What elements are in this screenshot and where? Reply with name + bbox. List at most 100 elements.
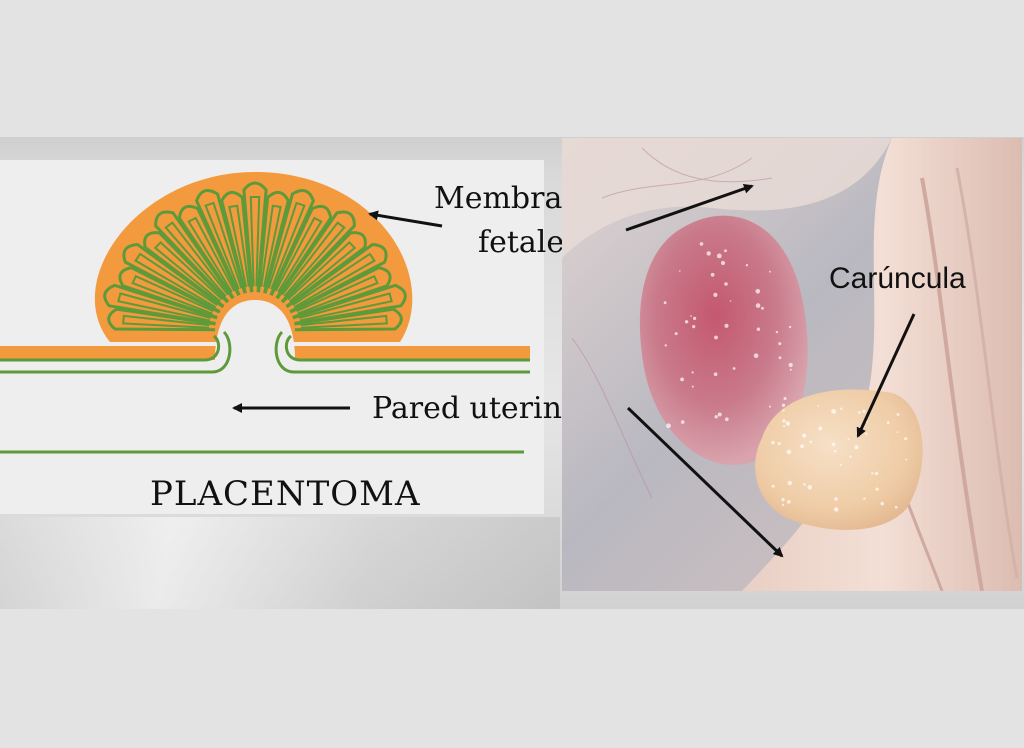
villus-loop bbox=[275, 210, 356, 303]
photo-highlight-dot bbox=[865, 432, 868, 435]
photo-highlight-dot bbox=[788, 325, 792, 329]
villus-inner-loop bbox=[267, 201, 306, 290]
photo-highlight-dot bbox=[745, 264, 749, 267]
villus-loop bbox=[285, 242, 388, 313]
photo-highlight-dot bbox=[880, 501, 884, 506]
photo-fold-line-1 bbox=[920, 177, 984, 591]
photo-highlight-dot bbox=[786, 500, 791, 504]
villus-loop bbox=[143, 231, 229, 308]
photo-highlight-dot bbox=[839, 463, 842, 466]
photo-highlight-dot bbox=[714, 415, 718, 419]
photo-highlight-dot bbox=[778, 342, 782, 346]
photo-highlight-dot bbox=[782, 409, 785, 412]
villus-loop bbox=[122, 242, 225, 313]
photo-highlight-dot bbox=[849, 455, 852, 458]
villus-inner-loop bbox=[249, 196, 261, 287]
photo-highlight-dot bbox=[858, 411, 861, 414]
villus-loop bbox=[194, 188, 247, 296]
photo-highlight-dot bbox=[896, 413, 900, 416]
photo-highlight-dot bbox=[833, 450, 837, 453]
photo-highlight-dot bbox=[802, 433, 807, 438]
photo-highlight-dot bbox=[753, 353, 759, 358]
photo-highlight-dot bbox=[831, 408, 836, 414]
photo-highlight-dot bbox=[666, 423, 671, 429]
villus-loop bbox=[220, 190, 253, 294]
photo-highlight-dot bbox=[664, 344, 667, 347]
villus-inner-loop bbox=[298, 292, 393, 322]
tissue-photo-illustration bbox=[562, 138, 1022, 591]
photo-highlight-dot bbox=[854, 445, 859, 450]
photo-highlight-dot bbox=[787, 480, 792, 486]
photo-highlight-dot bbox=[706, 251, 711, 256]
villus-loop bbox=[118, 266, 221, 319]
photo-highlight-dot bbox=[713, 292, 718, 297]
photo-highlight-dot bbox=[863, 497, 866, 500]
photo-highlight-dot bbox=[896, 431, 899, 433]
villus-inner-loop bbox=[117, 292, 212, 322]
photo-cotyledon bbox=[639, 215, 808, 465]
photo-highlight-dot bbox=[724, 249, 727, 253]
photo-highlight-dot bbox=[717, 412, 722, 417]
photo-highlight-dot bbox=[724, 323, 729, 328]
label-caruncula: Carúncula bbox=[829, 262, 966, 295]
photo-highlight-dot bbox=[755, 289, 761, 294]
villus-inner-loop bbox=[204, 201, 243, 290]
villus-inner-loop bbox=[122, 314, 210, 329]
photo-highlight-dot bbox=[786, 449, 792, 455]
photo-highlight-dot bbox=[724, 282, 728, 286]
label-placentoma: PLACENTOMA bbox=[150, 474, 421, 514]
photo-highlight-dot bbox=[886, 421, 890, 424]
villus-loop bbox=[107, 307, 216, 332]
placentome-diagram bbox=[0, 160, 544, 514]
photo-highlight-dot bbox=[714, 335, 718, 340]
photo-highlight-dot bbox=[680, 377, 684, 382]
photo-highlight-dot bbox=[663, 301, 667, 305]
photo-highlight-dot bbox=[783, 425, 786, 428]
photo-highlight-dot bbox=[720, 260, 726, 266]
villus-inner-loop bbox=[164, 221, 229, 297]
photo-highlight-dot bbox=[862, 409, 866, 413]
banner-sheen bbox=[0, 517, 560, 609]
photo-highlight-dot bbox=[756, 327, 761, 331]
photo-highlight-dot bbox=[818, 426, 823, 431]
photo-highlight-dot bbox=[691, 371, 694, 374]
photo-highlight-dot bbox=[755, 303, 761, 308]
villous-folds bbox=[103, 181, 407, 332]
tissue-photograph bbox=[562, 138, 1022, 591]
photo-highlight-dot bbox=[847, 438, 850, 441]
photo-highlight-dot bbox=[783, 397, 787, 400]
villus-loop bbox=[269, 204, 333, 299]
villus-inner-loop bbox=[296, 274, 379, 315]
photo-highlight-dot bbox=[781, 503, 785, 507]
label-pared-uterina: Pared uterina bbox=[372, 391, 580, 426]
photo-highlight-dot bbox=[710, 272, 715, 277]
photo-highlight-dot bbox=[807, 485, 812, 490]
photo-highlight-dot bbox=[761, 306, 764, 310]
photo-highlight-dot bbox=[771, 484, 775, 488]
villus-loop bbox=[281, 231, 367, 308]
photo-fold-line-2 bbox=[955, 167, 1019, 579]
villus-inner-loop bbox=[274, 216, 323, 293]
villus-inner-loop bbox=[287, 240, 357, 303]
photo-highlight-dot bbox=[834, 507, 839, 512]
villus-loop bbox=[289, 266, 392, 319]
photo-highlight-dot bbox=[778, 356, 782, 360]
villus-loop bbox=[242, 181, 268, 293]
photo-highlight-dot bbox=[691, 385, 694, 388]
photo-highlight-dot bbox=[769, 270, 771, 273]
photo-highlight-dot bbox=[679, 270, 681, 272]
villus-loop bbox=[257, 190, 290, 294]
photo-highlight-dot bbox=[834, 497, 838, 501]
photo-highlight-dot bbox=[699, 242, 704, 246]
villus-inner-loop bbox=[134, 252, 218, 309]
photo-highlight-dot bbox=[803, 483, 806, 486]
photo-highlight-dot bbox=[690, 315, 692, 317]
photo-highlight-dot bbox=[732, 367, 736, 370]
villus-inner-loop bbox=[260, 204, 282, 288]
photo-highlight-dot bbox=[817, 405, 820, 407]
photo-highlight-dot bbox=[782, 419, 786, 423]
photo-highlight-dot bbox=[693, 316, 697, 320]
photo-highlight-dot bbox=[771, 440, 775, 445]
photo-highlight-dot bbox=[905, 458, 908, 461]
photo-highlight-dot bbox=[684, 320, 689, 324]
